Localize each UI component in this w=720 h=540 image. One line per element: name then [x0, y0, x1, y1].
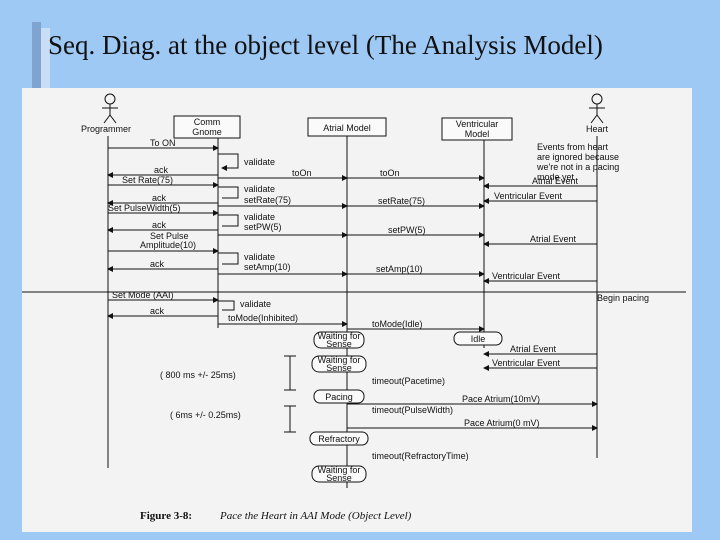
atrial-model-label: Atrial Model: [323, 123, 371, 133]
state-waiting-3-line2: Sense: [326, 473, 352, 483]
heart-label: Heart: [586, 124, 609, 134]
msg-to-mode-idle: toMode(Idle): [372, 319, 423, 329]
msg-ack3: ack: [152, 220, 167, 230]
msg-to-on-cg: toOn: [292, 168, 312, 178]
msg-to-on-am: toOn: [380, 168, 400, 178]
msg-set-pw-am: setPW(5): [388, 225, 426, 235]
msg-set-pulse-width: Set PulseWidth(5): [108, 203, 181, 213]
heart-note-line-1: Events from heart: [537, 142, 609, 152]
msg-timeout-pulsewidth: timeout(PulseWidth): [372, 405, 453, 415]
programmer-label: Programmer: [81, 124, 131, 134]
heart-note-line-2: are ignored because: [537, 152, 619, 162]
begin-pacing-label: Begin pacing: [597, 293, 649, 303]
msg-ventricular-event1: Ventricular Event: [494, 191, 563, 201]
state-waiting-for-sense-3: [311, 465, 367, 483]
state-pacing: [313, 389, 365, 404]
msg-timeout-refractory: timeout(RefractoryTime): [372, 451, 469, 461]
title-accent-bar-dark: [32, 22, 41, 92]
state-pacing-label: Pacing: [325, 392, 353, 402]
msg-validate1: validate: [244, 157, 275, 167]
comm-gnome-label-2: Gnome: [192, 127, 222, 137]
msg-atrial-event3: Atrial Event: [510, 344, 557, 354]
msg-to-mode-inhibited: toMode(Inhibited): [228, 313, 298, 323]
figure-caption-label: Figure 3-8:: [140, 510, 192, 522]
msg-ack4: ack: [150, 259, 165, 269]
msg-to-on: To ON: [150, 138, 176, 148]
validate4-self-arrow: [218, 252, 239, 265]
ventricular-model-object: [441, 117, 513, 141]
sequence-diagram: Programmer Heart Comm Gnome Atrial Model…: [22, 93, 686, 522]
state-idle: [453, 331, 503, 346]
state-waiting-2-line2: Sense: [326, 363, 352, 373]
msg-pace-atrium-10: Pace Atrium(10mV): [462, 394, 540, 404]
msg-validate4: validate: [244, 252, 275, 262]
msg-ventricular-event3: Ventricular Event: [492, 358, 561, 368]
msg-set-amp-am: setAmp(10): [376, 264, 423, 274]
state-waiting-1-line1: Waiting for: [318, 331, 361, 341]
figure-caption-text: Pace the Heart in AAI Mode (Object Level…: [219, 510, 412, 522]
msg-ack5: ack: [150, 306, 165, 316]
msg-set-mode: Set Mode (AAI): [112, 290, 174, 300]
msg-validate2: validate: [244, 184, 275, 194]
validate5-self-arrow: [218, 300, 235, 311]
timing-label-2: ( 6ms +/- 0.25ms): [170, 410, 241, 420]
msg-set-rate-am: setRate(75): [378, 196, 425, 206]
msg-set-pw-cg: setPW(5): [244, 222, 282, 232]
msg-set-rate-cg: setRate(75): [244, 195, 291, 205]
msg-set-amp-cg: setAmp(10): [244, 262, 291, 272]
msg-set-pulse-amp-1: Set Pulse: [150, 231, 189, 241]
slide-title: Seq. Diag. at the object level (The Anal…: [48, 30, 603, 60]
comm-gnome-object: [173, 115, 241, 139]
heart-note-line-3: we're not in a pacing: [536, 162, 619, 172]
msg-validate3: validate: [244, 212, 275, 222]
msg-atrial-event1: Atrial Event: [532, 176, 579, 186]
state-refractory: [309, 431, 369, 446]
state-refractory-label: Refractory: [318, 434, 360, 444]
timing-label-1: ( 800 ms +/- 25ms): [160, 370, 236, 380]
heart-actor-icon: [589, 93, 605, 124]
validate2-self-arrow: [218, 186, 239, 199]
msg-set-pulse-amp-2: Amplitude(10): [140, 240, 196, 250]
msg-ack1: ack: [154, 165, 169, 175]
state-waiting-for-sense-1: [313, 331, 365, 349]
state-waiting-for-sense-2: [311, 355, 367, 373]
msg-validate5: validate: [240, 299, 271, 309]
msg-pace-atrium-0: Pace Atrium(0 mV): [464, 418, 540, 428]
title-accent-bar-light: [41, 28, 50, 90]
comm-gnome-label-1: Comm: [194, 117, 221, 127]
validate1-self-arrow: [218, 153, 239, 171]
state-waiting-3-line1: Waiting for: [318, 465, 361, 475]
msg-set-rate: Set Rate(75): [122, 175, 173, 185]
state-waiting-1-line2: Sense: [326, 339, 352, 349]
msg-ack2: ack: [152, 193, 167, 203]
state-idle-label: Idle: [471, 334, 486, 344]
sequence-diagram-figure: Programmer Heart Comm Gnome Atrial Model…: [22, 88, 692, 532]
msg-ventricular-event2: Ventricular Event: [492, 271, 561, 281]
programmer-actor-icon: [102, 93, 118, 124]
msg-timeout-pacetime: timeout(Pacetime): [372, 376, 445, 386]
heart-note-line-4: mode yet: [537, 172, 575, 182]
ventricular-model-label-1: Ventricular: [456, 119, 499, 129]
msg-atrial-event2: Atrial Event: [530, 234, 577, 244]
ventricular-model-label-2: Model: [465, 129, 490, 139]
state-waiting-2-line1: Waiting for: [318, 355, 361, 365]
validate3-self-arrow: [218, 214, 239, 227]
